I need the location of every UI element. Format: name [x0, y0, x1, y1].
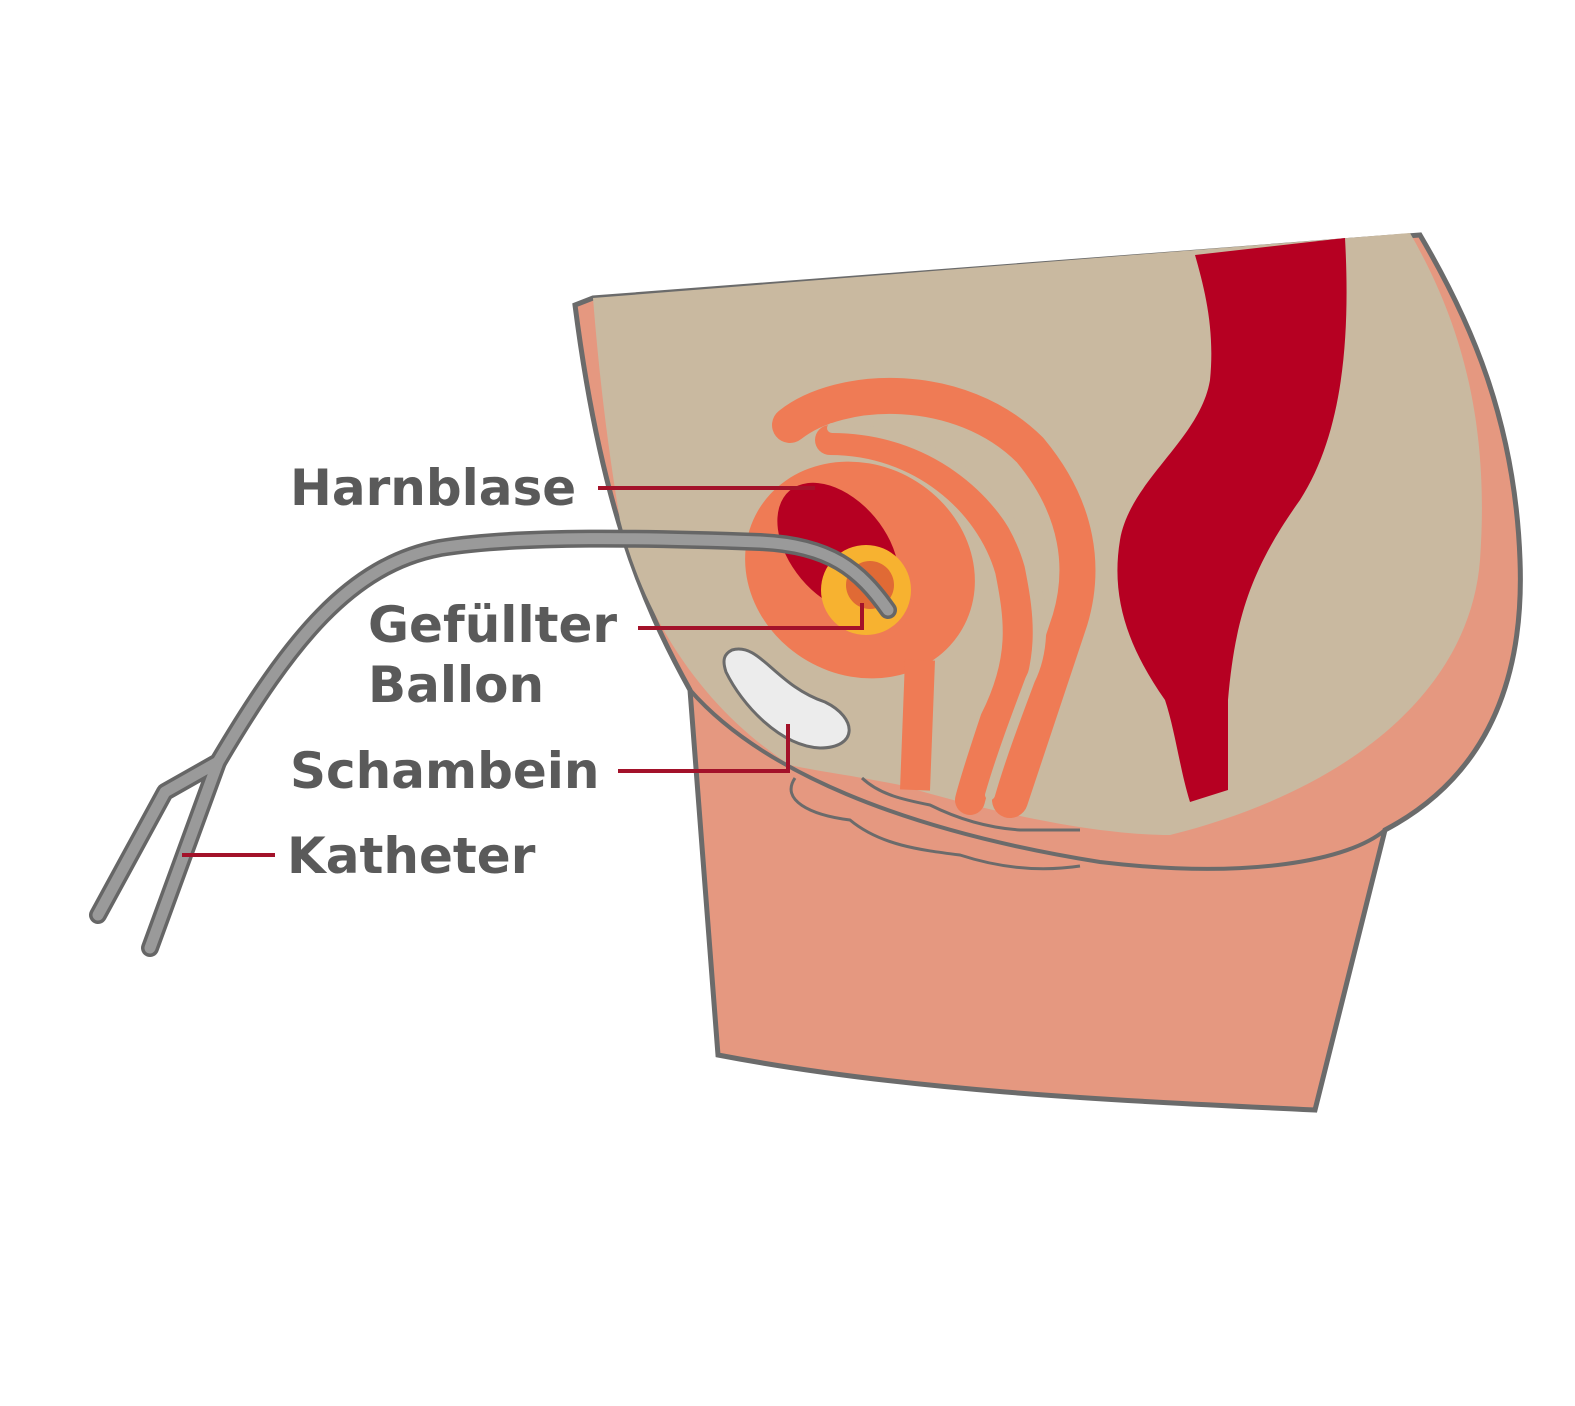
- rectum: [1117, 238, 1347, 802]
- labia-line: [789, 777, 1081, 871]
- pubic-bone: [722, 647, 851, 750]
- leader-balloon: [638, 603, 864, 630]
- label-pubic-bone: Schambein: [290, 742, 600, 800]
- label-bladder: Harnblase: [290, 459, 576, 517]
- uterus: [772, 377, 1096, 818]
- urethra: [900, 659, 935, 791]
- skin-fold-line: [688, 688, 1387, 871]
- label-catheter: Katheter: [287, 827, 536, 885]
- label-balloon-line2: Ballon: [368, 656, 544, 714]
- leader-lines: [182, 486, 864, 857]
- labia-line-2: [860, 776, 1080, 832]
- vaginal-inner: [827, 423, 1047, 800]
- leader-pubic-bone: [618, 724, 790, 773]
- label-balloon-line1: Gefüllter: [368, 596, 617, 654]
- vaginal-wall: [815, 425, 1033, 815]
